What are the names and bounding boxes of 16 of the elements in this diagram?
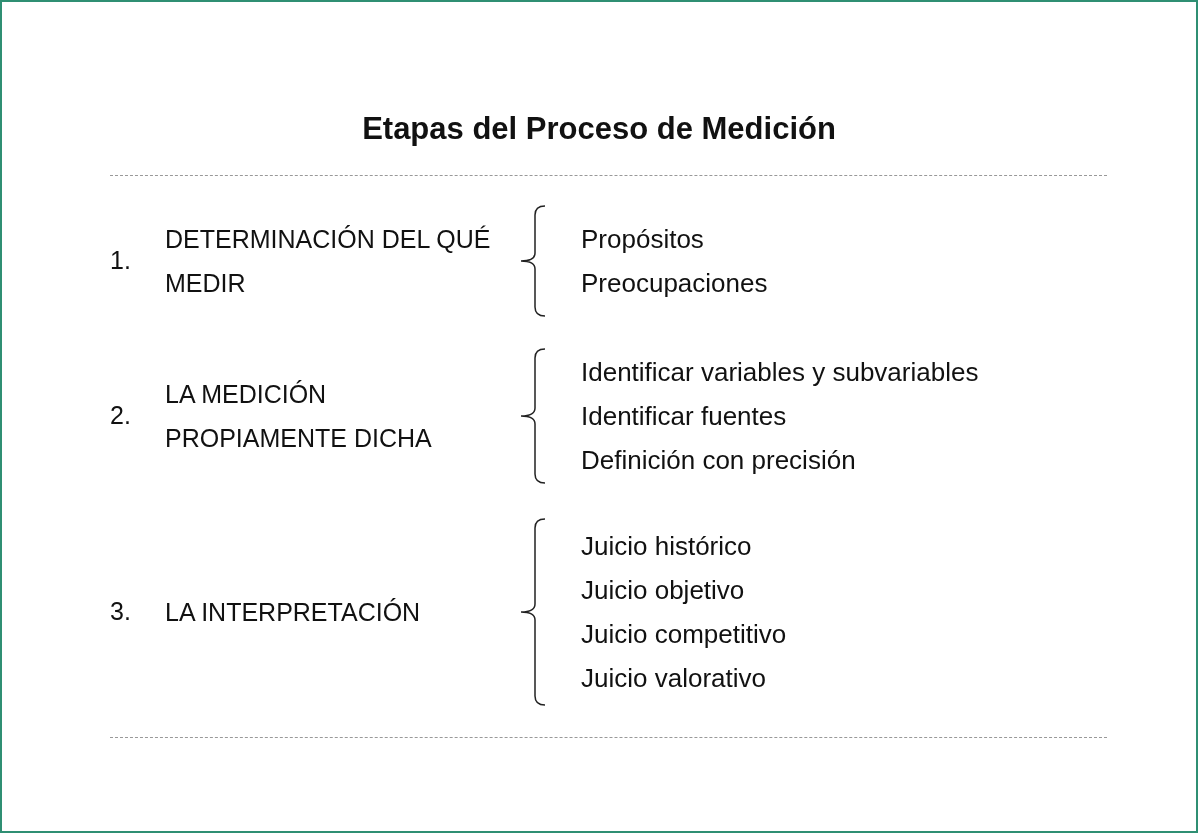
- step-number: 3.: [110, 596, 132, 628]
- step-number: 1.: [110, 245, 132, 277]
- sub-item: Juicio competitivo: [581, 618, 787, 651]
- sub-item: Preocupaciones: [581, 267, 768, 300]
- sub-item: Juicio objetivo: [581, 574, 746, 607]
- step-heading: LA INTERPRETACIÓN: [165, 597, 422, 628]
- step-heading: LA MEDICIÓN PROPIAMENTE DICHA: [165, 379, 433, 454]
- sub-item: Juicio histórico: [581, 530, 753, 563]
- step-heading: DETERMINACIÓN DEL QUÉ MEDIR: [165, 224, 492, 299]
- step-number: 2.: [110, 400, 132, 432]
- sub-item: Definición con precisión: [581, 444, 857, 477]
- sub-item: Juicio valorativo: [581, 662, 767, 695]
- sub-item: Propósitos: [581, 223, 705, 256]
- sub-item: Identificar variables y subvariables: [581, 356, 979, 389]
- title: Etapas del Proceso de Medición: [362, 111, 836, 146]
- sub-item: Identificar fuentes: [581, 400, 788, 433]
